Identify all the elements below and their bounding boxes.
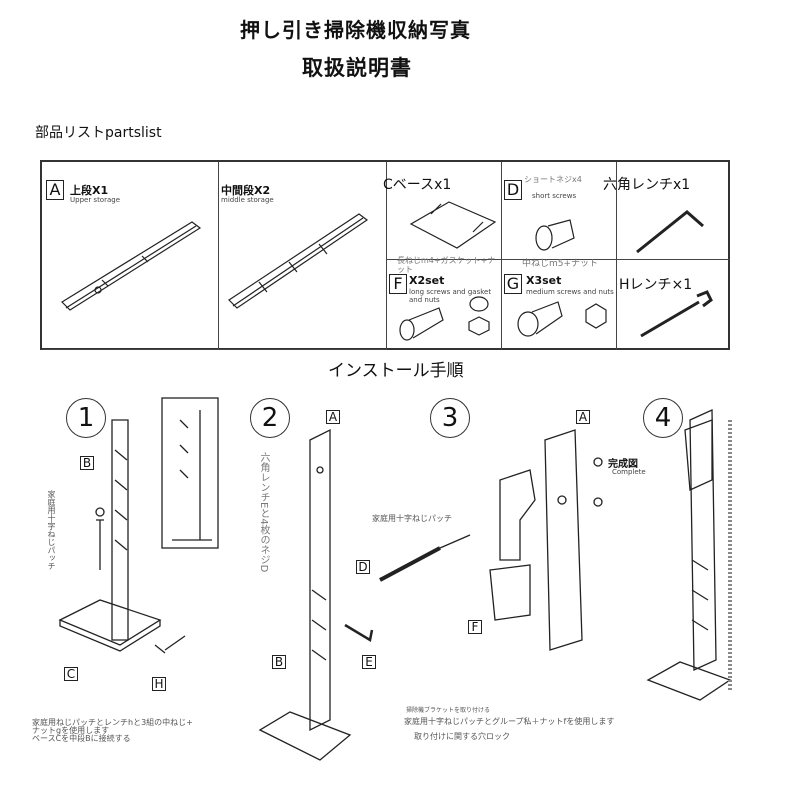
label-b: B <box>80 456 94 470</box>
step-1-number: 1 <box>66 398 106 438</box>
install-heading: インストール手順 <box>328 361 464 381</box>
medium-screw-nut-drawing <box>517 301 607 337</box>
label-f: F <box>468 620 482 634</box>
label-e: E <box>362 655 376 669</box>
step-1-note-2: ナットgを使用します <box>32 726 110 735</box>
part-letter: G <box>504 274 522 294</box>
part-f: 長ねじm4+ガスケット+ナット F X2set long screws and … <box>387 256 502 350</box>
long-screw-nut-drawing <box>399 296 490 341</box>
part-a: A 上段X1 Upper storage <box>42 162 219 350</box>
part-name: 六角レンチx1 <box>603 177 691 193</box>
spanner-drawing <box>640 290 713 338</box>
part-sub: middle storage <box>221 196 274 204</box>
label-h: H <box>152 677 166 691</box>
label-d: D <box>356 560 370 574</box>
step-1-note-1: 家庭用ねじパッチとレンチhと3組の中ねじ+ <box>32 718 193 727</box>
part-c: Cベースx1 <box>383 162 502 260</box>
complete-label: 完成図 <box>608 459 638 470</box>
hex-wrench-drawing <box>636 210 704 254</box>
title-line2: 取扱説明書 <box>302 56 412 80</box>
step-2-number: 2 <box>250 398 290 438</box>
label-a: A <box>326 410 340 424</box>
step-3-note-2: 取り付けに関する穴ロック <box>414 732 510 741</box>
part-name: 上段X1 <box>70 184 109 197</box>
part-g: 中ねじm5+ナット G X3set medium screws and nuts <box>502 259 617 350</box>
part-letter: F <box>389 274 407 294</box>
part-sub: long screws and gasket and nuts <box>409 288 492 304</box>
part-b: 中間段X2 middle storage <box>219 162 387 350</box>
part-letter: D <box>504 180 522 200</box>
step-1-note-3: ベースCを中段Bに接続する <box>32 734 131 743</box>
step-4-number: 4 <box>643 398 683 438</box>
step-1-side-note: 家庭用十字ねじパッチ <box>47 490 56 570</box>
part-sub: medium screws and nuts <box>526 288 614 296</box>
part-name: Hレンチ×1 <box>619 277 693 293</box>
base-drawing <box>409 201 497 249</box>
part-sub: Upper storage <box>70 196 121 204</box>
parts-heading: 部品リストpartslist <box>35 125 162 141</box>
part-hex-wrench: 六角レンチx1 <box>603 162 730 260</box>
part-sub: short screws <box>532 192 577 200</box>
short-screw-drawing <box>535 219 575 251</box>
part-name: X3set <box>526 274 562 287</box>
part-letter: A <box>46 180 64 200</box>
step-2-side-note: 六角レンチEと4枚のネジD <box>258 452 269 573</box>
part-caption: 中ねじm5+ナット <box>522 259 599 269</box>
upper-rail-drawing <box>61 221 202 311</box>
part-name: X2set <box>409 274 445 287</box>
complete-sublabel: Complete <box>612 468 646 476</box>
part-h: Hレンチ×1 <box>617 260 730 350</box>
part-caption: 長ねじm4+ガスケット+ナット <box>397 256 496 274</box>
part-name: 中間段X2 <box>221 184 271 197</box>
step-3-side-note: 家庭用十字ねじパッチ <box>372 514 452 523</box>
middle-rail-drawing <box>228 213 369 309</box>
label-a: A <box>576 410 590 424</box>
part-d: D ショートネジx4 short screws <box>502 162 617 260</box>
label-b: B <box>272 655 286 669</box>
part-name: ショートネジx4 <box>524 175 582 184</box>
step-3-small-note: 掃除機ブラケットを取り付ける <box>406 707 491 714</box>
title-line1: 押し引き掃除機収納写真 <box>240 18 471 42</box>
label-c: C <box>64 667 78 681</box>
part-name: Cベースx1 <box>383 177 452 193</box>
parts-table: A 上段X1 Upper storage 中間段X2 middle storag… <box>40 160 730 350</box>
step-3-note-1: 家庭用十字ねじパッチとグループ私＋ナットfを使用します <box>404 717 615 726</box>
step-3-number: 3 <box>430 398 470 438</box>
